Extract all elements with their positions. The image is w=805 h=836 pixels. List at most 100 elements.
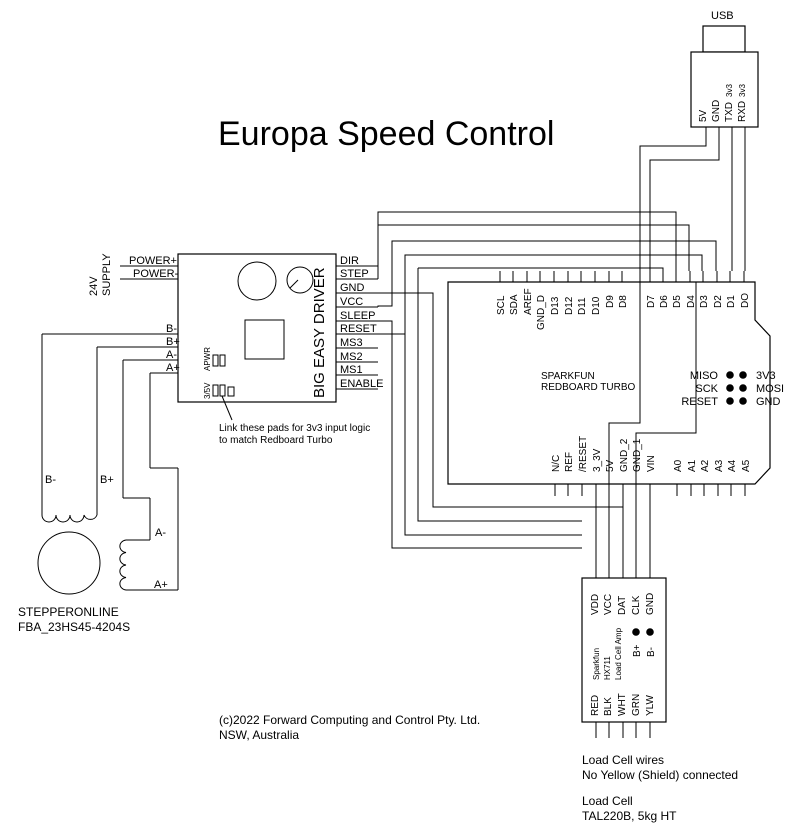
motor-rotor — [37, 531, 101, 595]
driver-name: BIG EASY DRIVER — [311, 267, 328, 398]
coil-a — [119, 539, 127, 591]
hx-pin-vcc: VCC — [603, 594, 614, 615]
rb-pin-aref: AREF — [523, 288, 534, 315]
driver-pin-b-minus: B- — [166, 323, 177, 335]
rb-pin-d13: D13 — [550, 296, 561, 315]
icsp-sck: SCK — [695, 383, 718, 395]
rb-pin-3-3v: 3_3V — [592, 448, 603, 472]
load-cell-line1: Load Cell — [582, 794, 633, 808]
redboard-icsp-header: MISO SCK RESET 3V3 MOSI GND — [681, 370, 784, 408]
usb-pin-labels: 5V GND TXD 3v3 RXD 3v3 — [698, 84, 748, 122]
rb-pin-gnd-2: GND_2 — [619, 438, 630, 472]
driver-pin-ms1: MS1 — [340, 364, 363, 376]
rb-pin-d3: D3 — [699, 295, 710, 308]
driver-pin-a-plus: A+ — [166, 362, 180, 374]
rb-pin-nc: N/C — [551, 455, 562, 472]
rb-pin-d0: DO — [740, 293, 751, 308]
power-plus-label: POWER+ — [129, 255, 177, 267]
rb-pin-a4: A4 — [727, 459, 738, 472]
copyright-line1: (c)2022 Forward Computing and Control Pt… — [219, 713, 480, 727]
hx711-amplifier: VDD VCC DAT CLK GND Sparkfun HX711 Load … — [581, 577, 667, 738]
pad-note-line2: to match Redboard Turbo — [219, 435, 333, 446]
rb-pin-d10: D10 — [591, 296, 602, 315]
motor-label-a-plus: A+ — [154, 579, 168, 591]
rb-pin-d5: D5 — [672, 295, 683, 308]
rb-pin-5v: 5V — [605, 459, 616, 472]
pad-label-35v: 3/5V — [203, 382, 212, 399]
copyright-line2: NSW, Australia — [219, 728, 299, 742]
power-minus-label: POWER- — [133, 268, 179, 280]
usb-pin-gnd: GND — [711, 100, 722, 122]
hx-wire-red: RED — [590, 695, 601, 716]
wires-note-line1: Load Cell wires — [582, 753, 664, 767]
motor-name-line1: STEPPERONLINE — [18, 605, 119, 619]
usb-module — [690, 51, 759, 128]
rb-pin-a2: A2 — [700, 459, 711, 472]
diagram-title: Europa Speed Control — [218, 115, 554, 153]
rb-pin-scl: SCL — [496, 295, 507, 315]
motor-label-b-plus: B+ — [100, 474, 114, 486]
hx-pin-clk: CLK — [631, 595, 642, 615]
driver-pin-b-plus: B+ — [166, 336, 180, 348]
hx-pin-b-minus: B- — [646, 647, 657, 657]
hx-pin-dat: DAT — [617, 596, 628, 615]
pad-note-line1: Link these pads for 3v3 input logic — [219, 423, 370, 434]
rb-pin-sda: SDA — [509, 294, 520, 315]
rb-pin-a3: A3 — [714, 459, 725, 472]
hx-pin-gnd: GND — [645, 593, 656, 615]
redboard-bottom-header: N/C REF /RESET 3_3V 5V GND_2 GND_1 VIN A… — [551, 436, 752, 496]
hx-name-line3: Load Cell Amp — [614, 627, 623, 680]
driver-pin-ms3: MS3 — [340, 337, 363, 349]
driver-pin-gnd: GND — [340, 282, 365, 294]
coil-b — [41, 514, 98, 523]
rb-pin-a1: A1 — [687, 459, 698, 472]
driver-chip — [244, 319, 285, 360]
signal-wires — [377, 127, 746, 578]
icsp-mosi: MOSI — [756, 383, 784, 395]
rb-pin-d2: D2 — [713, 295, 724, 308]
rb-pin-d12: D12 — [564, 296, 575, 315]
icsp-miso: MISO — [690, 370, 719, 382]
rb-pin-a0: A0 — [673, 459, 684, 472]
big-easy-driver: BIG EASY DRIVER APWR 3/5V Link these pad… — [164, 253, 383, 446]
motor-label-a-minus: A- — [155, 527, 166, 539]
icsp-gnd: GND — [756, 396, 781, 408]
driver-pin-vcc: VCC — [340, 296, 363, 308]
driver-pin-reset: RESET — [340, 323, 377, 335]
pad-label-apwr: APWR — [203, 347, 212, 371]
stepper-motor: B- B+ A- A+ STEPPERONLINE FBA_23HS45-420… — [18, 333, 179, 634]
rb-pin-d8: D8 — [618, 295, 629, 308]
usb-pin-rxd-suffix: 3v3 — [738, 84, 747, 97]
redboard-name-line2: REDBOARD TURBO — [541, 382, 635, 393]
rb-pin-d7: D7 — [646, 295, 657, 308]
rb-pin-d11: D11 — [577, 297, 588, 315]
power-supply: 24V SUPPLY POWER+ POWER- — [88, 253, 179, 296]
driver-pin-enable: ENABLE — [340, 378, 383, 390]
usb-pin-txd-suffix: 3v3 — [725, 84, 734, 97]
driver-potentiometer — [286, 266, 314, 294]
usb-pin-txd: TXD — [724, 102, 735, 122]
usb-pin-rxd: RXD — [737, 101, 748, 122]
wires-note-line2: No Yellow (Shield) connected — [582, 768, 738, 782]
hx-pin-vdd: VDD — [590, 594, 601, 615]
driver-board — [177, 253, 337, 403]
driver-pin-step: STEP — [340, 268, 369, 280]
hx711-board — [581, 577, 667, 723]
hx-wire-blk: BLK — [603, 697, 614, 716]
usb-adapter: USB 5V GND TXD 3v3 RXD 3v3 — [690, 10, 759, 128]
redboard-turbo: SPARKFUN REDBOARD TURBO SCL SDA AREF — [447, 271, 784, 496]
rb-pin-gnd-d: GND_D — [536, 295, 547, 330]
rb-pin-gnd-1: GND_1 — [632, 438, 643, 472]
redboard-top-header: SCL SDA AREF GND_D D13 D12 D11 D10 D9 D8… — [496, 271, 751, 330]
rb-pin-reset: /RESET — [578, 436, 589, 472]
hx-pin-b-plus: B+ — [632, 644, 643, 657]
usb-label: USB — [711, 10, 734, 22]
motor-name-line2: FBA_23HS45-4204S — [18, 620, 130, 634]
hx-name-line2: HX711 — [603, 656, 612, 680]
driver-capacitor — [237, 261, 277, 301]
load-cell-line2: TAL220B, 5kg HT — [582, 809, 677, 823]
usb-pin-5v: 5V — [698, 109, 709, 122]
redboard-name-line1: SPARKFUN — [541, 371, 595, 382]
hx-wire-wht: WHT — [617, 693, 628, 716]
